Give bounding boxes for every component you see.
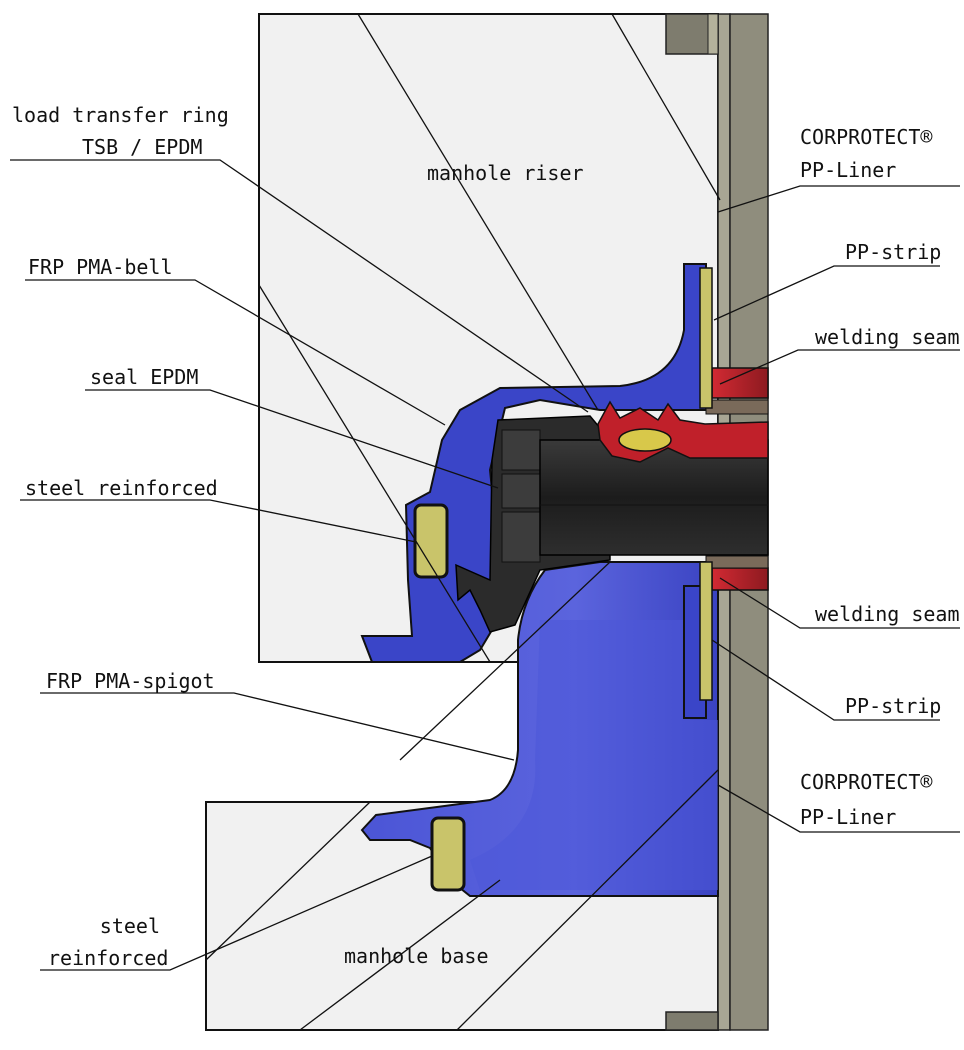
label-manhole-base: manhole base bbox=[344, 944, 489, 968]
label-corprotect-top-1: CORPROTECT® bbox=[800, 125, 933, 149]
seal-inner-lips bbox=[501, 429, 541, 563]
label-frp-pma-spigot: FRP PMA-spigot bbox=[46, 669, 215, 693]
label-frp-pma-bell: FRP PMA-bell bbox=[28, 255, 173, 279]
top-strip bbox=[707, 13, 719, 55]
leader-lines bbox=[10, 13, 960, 1031]
red-seal-core bbox=[618, 428, 672, 452]
label-steel-reinforced-bottom-2: reinforced bbox=[48, 946, 169, 970]
pp-strip-top-shape bbox=[699, 267, 713, 409]
bottom-cap bbox=[665, 1011, 719, 1031]
weld-plate-top bbox=[705, 399, 769, 415]
label-steel-reinforced-top: steel reinforced bbox=[25, 476, 218, 500]
weld-plate-bottom bbox=[705, 555, 769, 569]
label-load-transfer-ring-2: TSB / EPDM bbox=[82, 135, 203, 159]
steel-reinforcement-top bbox=[413, 503, 449, 579]
label-pp-strip-bottom: PP-strip bbox=[845, 694, 942, 718]
label-seal-epdm: seal EPDM bbox=[90, 365, 199, 389]
label-manhole-riser: manhole riser bbox=[427, 161, 584, 185]
label-corprotect-bottom-1: CORPROTECT® bbox=[800, 770, 933, 794]
label-welding-seam-bottom: welding seam bbox=[815, 602, 960, 626]
label-steel-reinforced-bottom-1: steel bbox=[99, 914, 160, 938]
label-pp-strip-top: PP-strip bbox=[845, 240, 942, 264]
label-load-transfer-ring-1: load transfer ring bbox=[12, 103, 229, 127]
label-corprotect-bottom-2: PP-Liner bbox=[800, 805, 897, 829]
label-corprotect-top-2: PP-Liner bbox=[800, 158, 897, 182]
spigot-inner-shade bbox=[470, 620, 718, 890]
label-welding-seam-top: welding seam bbox=[815, 325, 960, 349]
welding-seam-top-part bbox=[711, 367, 769, 399]
load-transfer-ring bbox=[539, 439, 769, 556]
pp-strip-bottom-shape bbox=[699, 561, 713, 701]
steel-reinforcement-bottom bbox=[430, 816, 466, 892]
